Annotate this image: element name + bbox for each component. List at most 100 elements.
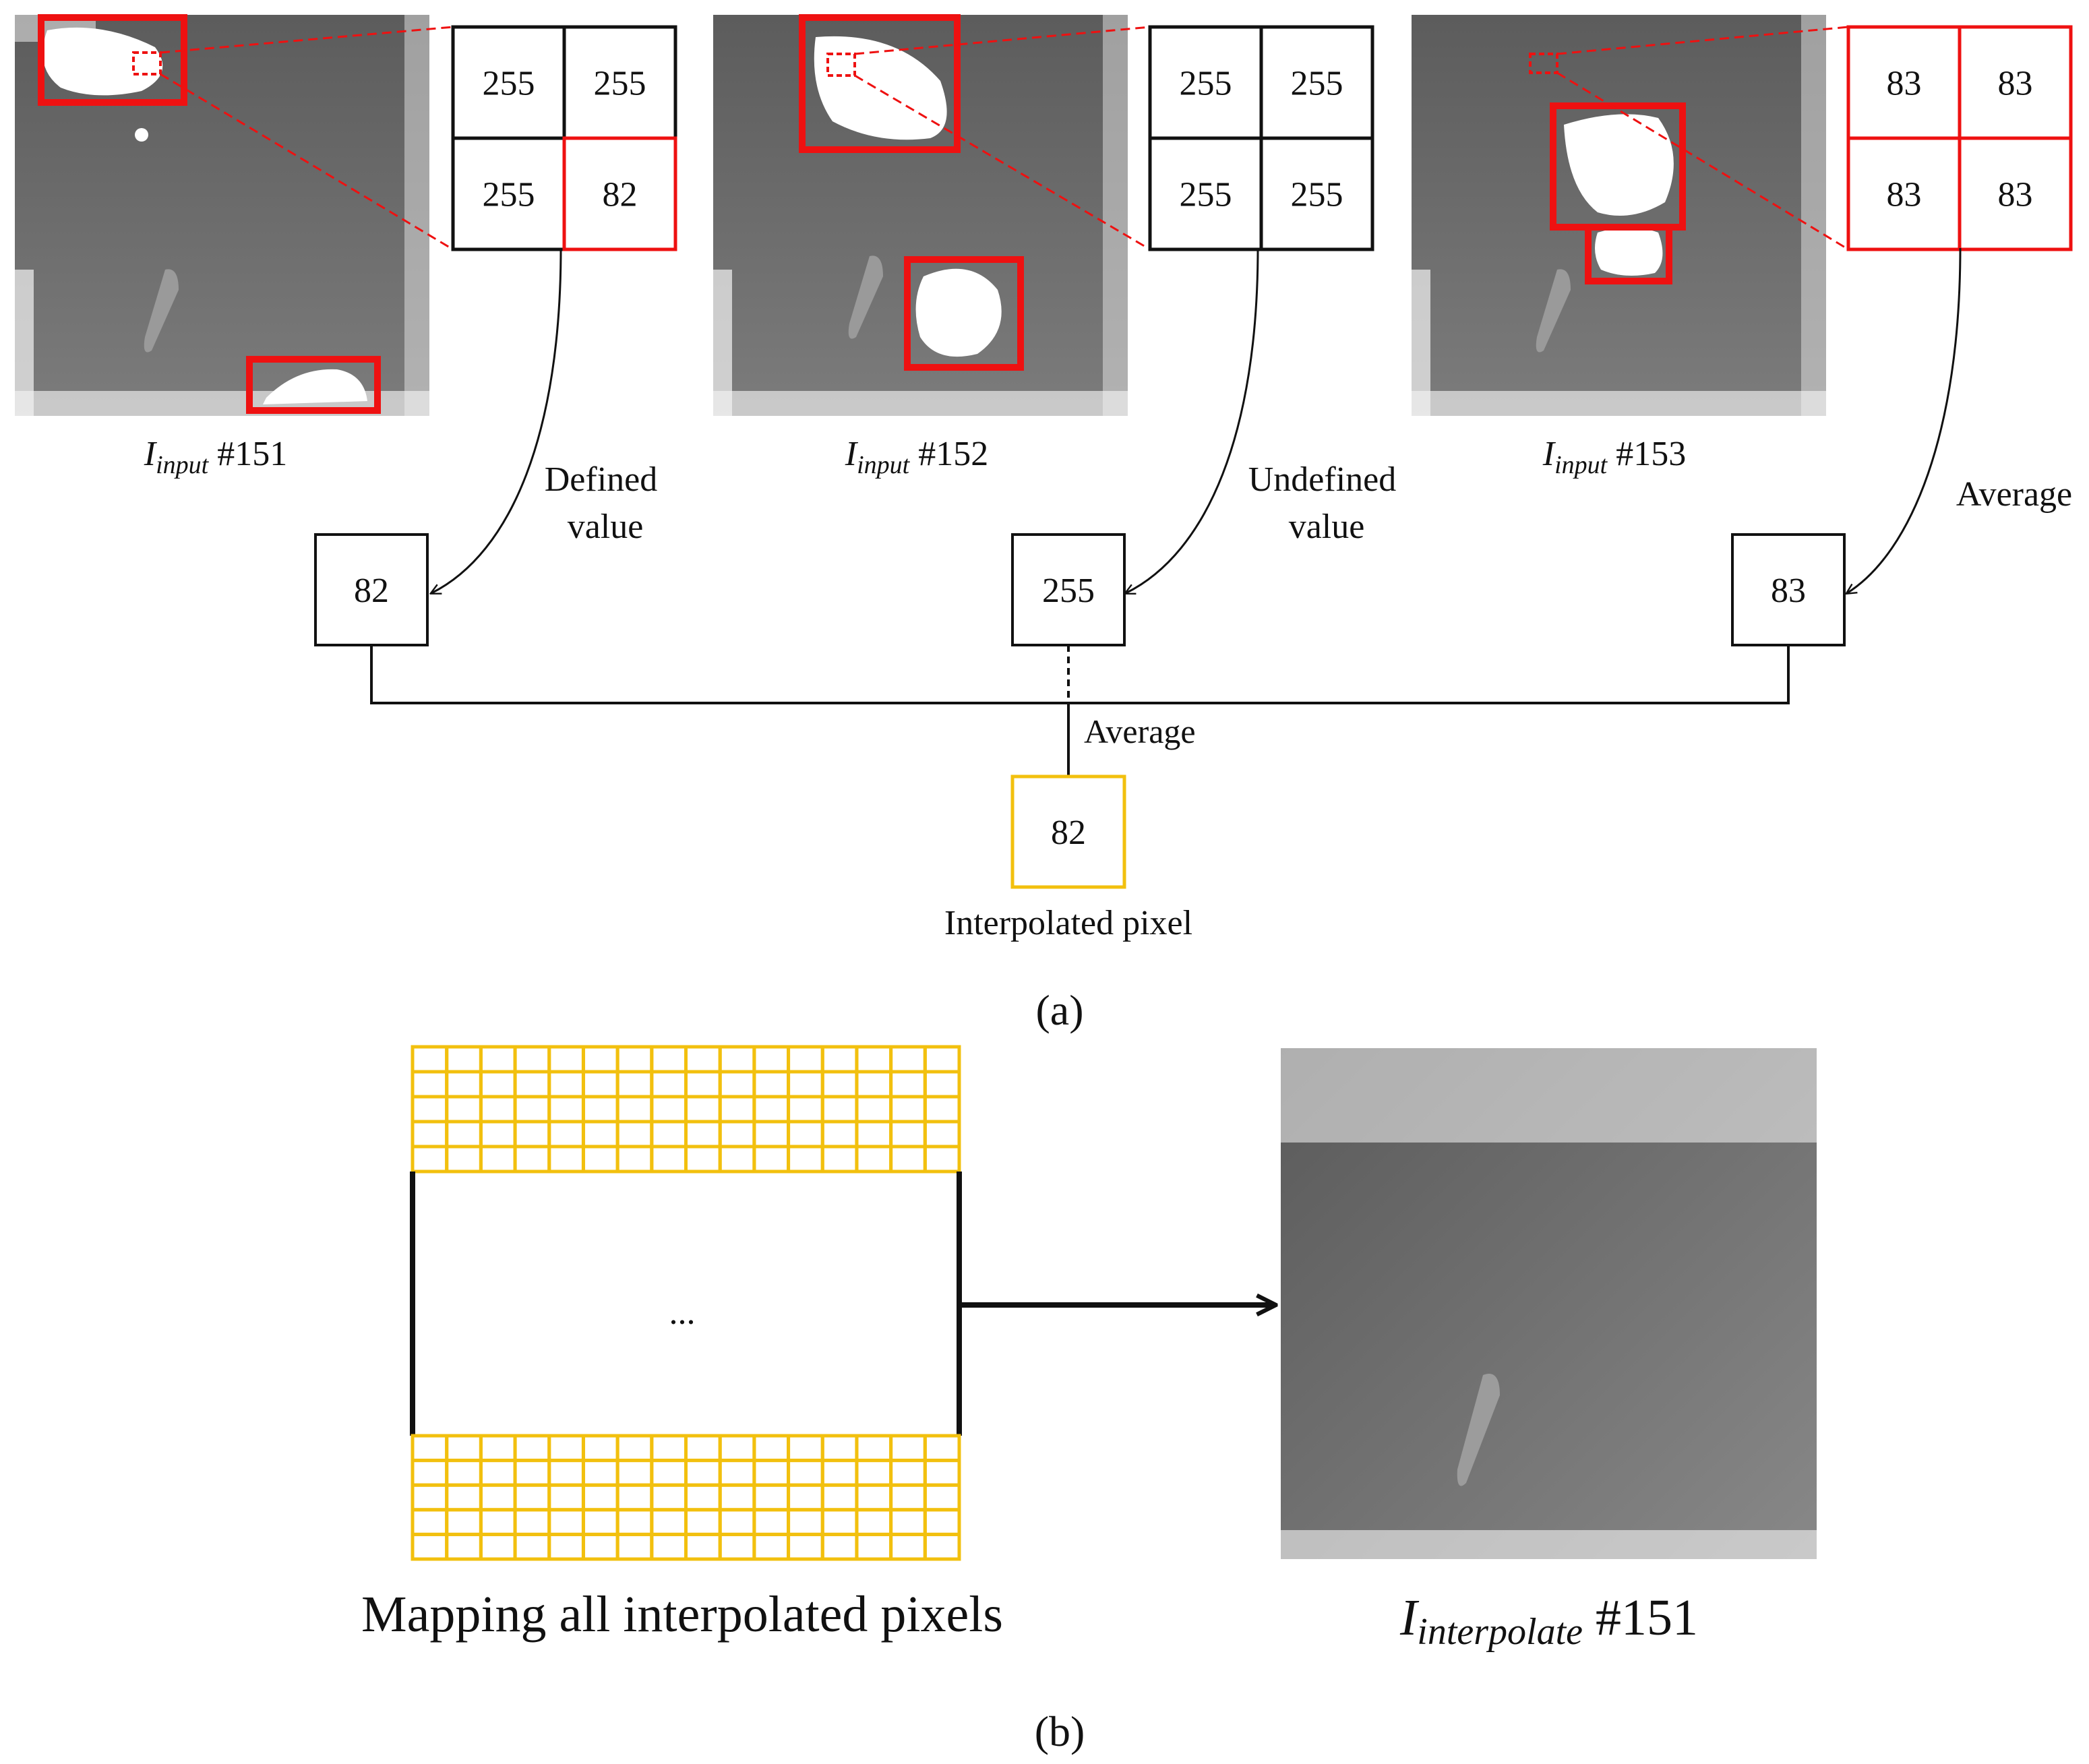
interpolated-pixel-cell <box>411 1532 449 1561</box>
interpolated-pixel-cell <box>923 1095 961 1124</box>
interpolated-pixel-cell <box>855 1045 893 1074</box>
interpolated-pixel-cell <box>411 1095 449 1124</box>
interpolated-pixel-cell <box>479 1120 517 1149</box>
interpolated-pixel-cell <box>411 1070 449 1099</box>
interpolated-pixel-cell <box>445 1483 483 1512</box>
interpolated-pixel-cell <box>479 1483 517 1512</box>
interpolated-pixel-cell <box>479 1045 517 1074</box>
zoom-cell <box>1148 25 1263 140</box>
merge-label: Average <box>1084 712 1196 750</box>
zoom-cell <box>1846 25 1962 140</box>
zoom-cell-value: 255 <box>1180 176 1232 214</box>
interpolated-pixel-cell <box>513 1045 551 1074</box>
interpolated-pixel-cell <box>923 1508 961 1536</box>
interpolated-pixel-cell <box>787 1095 824 1124</box>
grid-label: Mapping all interpolated pixels <box>361 1586 1003 1643</box>
interpolated-pixel-cell <box>547 1095 585 1124</box>
hole-blob-bottom <box>263 369 367 404</box>
interpolated-pixel-cell <box>650 1434 688 1463</box>
zoom-cell-value: 82 <box>603 176 638 214</box>
interpolated-pixel-cell <box>752 1095 791 1124</box>
interpolated-pixel-cell <box>923 1120 961 1149</box>
interpolated-pixel-cell <box>513 1095 551 1124</box>
zoom-cell <box>451 136 566 251</box>
interpolated-pixel-cell <box>718 1459 756 1487</box>
interpolated-pixel-cell <box>787 1145 824 1174</box>
interpolated-pixel-cell <box>787 1483 824 1512</box>
interpolated-pixel-cell <box>513 1120 551 1149</box>
interpolated-pixel-cell <box>581 1532 619 1561</box>
interpolated-pixel-cell <box>855 1532 893 1561</box>
zoom-cell-value: 255 <box>1291 176 1343 214</box>
interpolated-pixel-cell <box>787 1508 824 1536</box>
interpolated-pixel-cell <box>855 1095 893 1124</box>
hole-blob-lower <box>1595 227 1663 276</box>
interpolated-grid-top <box>411 1045 961 1174</box>
object-diagonal <box>848 255 883 339</box>
interpolated-pixel-cell <box>615 1145 654 1174</box>
interpolated-pixel-cell <box>650 1483 688 1512</box>
interpolated-pixel-cell <box>820 1070 859 1099</box>
interpolated-pixel-cell <box>718 1434 756 1463</box>
interpolated-pixel-cell <box>684 1508 722 1536</box>
zoom-leader-top <box>1556 26 1849 55</box>
interpolated-pixel-cell <box>411 1434 449 1463</box>
interpolated-pixel-cell <box>820 1145 859 1174</box>
interpolated-pixel-cell <box>752 1532 791 1561</box>
interpolated-pixel-cell <box>889 1532 927 1561</box>
interpolated-pixel-cell <box>889 1120 927 1149</box>
highlight-box-top-left <box>38 14 187 106</box>
interpolated-pixel-cell <box>855 1459 893 1487</box>
panel-b: ... Mapping all interpolated pixels Iint… <box>361 1045 1817 1755</box>
output-label: Iinterpolate #151 <box>1399 1589 1698 1653</box>
interpolated-pixel-cell <box>820 1045 859 1074</box>
zoom-leader-bottom <box>160 73 454 251</box>
interpolated-pixel-cell <box>650 1459 688 1487</box>
output-object-diagonal <box>1457 1374 1500 1486</box>
interpolated-pixel-cell <box>718 1070 756 1099</box>
frame-label-152: Iinput #152 <box>845 435 988 479</box>
interpolated-pixel-cell <box>411 1145 449 1174</box>
interpolated-pixel-cell <box>615 1434 654 1463</box>
zoom-cell-value: 83 <box>1887 176 1922 214</box>
interpolated-pixel-cell <box>547 1483 585 1512</box>
interpolated-pixel-cell <box>787 1434 824 1463</box>
interpolated-pixel-cell <box>752 1070 791 1099</box>
interpolated-pixel-cell <box>479 1532 517 1561</box>
selected-value-152: 255 <box>1042 572 1095 610</box>
interpolated-pixel-cell <box>752 1434 791 1463</box>
zoom-source-marker <box>826 53 856 77</box>
interpolated-pixel-cell <box>581 1459 619 1487</box>
grid-ellipsis: ... <box>669 1294 696 1332</box>
zoom-cell-value: 255 <box>1180 65 1232 103</box>
interpolated-pixel-cell <box>855 1120 893 1149</box>
zoom-cell <box>1148 136 1263 251</box>
zoom-cell <box>562 136 677 251</box>
interpolated-pixel-cell <box>445 1120 483 1149</box>
interpolated-pixel-cell <box>684 1095 722 1124</box>
hole-blob-upper <box>1564 114 1674 216</box>
noise-right-edge <box>404 15 429 416</box>
selection-arrow-153 <box>1847 247 1962 593</box>
interpolated-pixel-cell <box>547 1459 585 1487</box>
interpolated-pixel-cell <box>445 1508 483 1536</box>
interpolated-pixel-cell <box>718 1145 756 1174</box>
hole-blob-center <box>915 268 1002 357</box>
interpolated-pixel-cell <box>615 1483 654 1512</box>
zoom-cell-value: 83 <box>1998 65 2033 103</box>
interpolated-pixel-cell <box>445 1045 483 1074</box>
annotation-average: Average <box>1956 475 2072 514</box>
interpolated-pixel-cell <box>855 1070 893 1099</box>
interpolated-pixel-cell <box>787 1045 824 1074</box>
output-depth-image <box>1281 1048 1817 1559</box>
interpolated-pixel-cell <box>752 1120 791 1149</box>
interpolated-pixel-cell <box>445 1070 483 1099</box>
interpolated-pixel-cell <box>547 1532 585 1561</box>
interpolated-pixel-cell <box>650 1070 688 1099</box>
interpolated-pixel-cell <box>684 1070 722 1099</box>
interpolated-pixel-value: 82 <box>1051 814 1086 852</box>
interpolated-pixel-cell <box>615 1508 654 1536</box>
